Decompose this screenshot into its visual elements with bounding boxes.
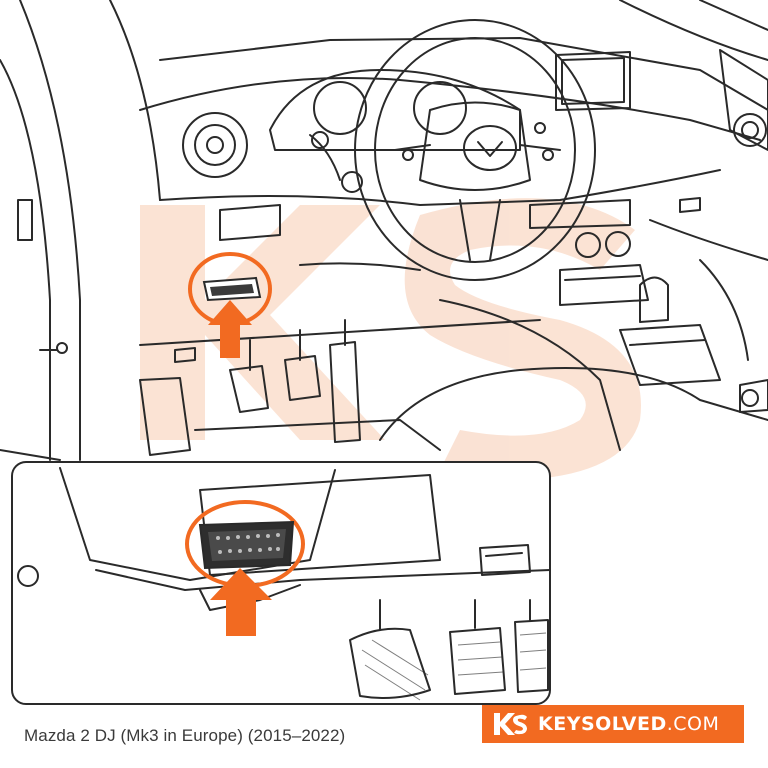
dashboard-line-art [0,0,768,461]
brand-name: KEYSOLVED [538,713,667,735]
arrow-up-icon-inset [210,568,272,636]
arrow-up-icon [208,300,252,358]
inset-detail-panel [11,461,551,705]
ks-watermark [140,198,641,480]
vehicle-caption: Mazda 2 DJ (Mk3 in Europe) (2015–2022) [24,726,346,745]
ks-logo-icon [494,713,527,735]
brand-tld: .COM [666,713,720,735]
keysolved-brand-badge: KEYSOLVED.COM [482,705,744,743]
